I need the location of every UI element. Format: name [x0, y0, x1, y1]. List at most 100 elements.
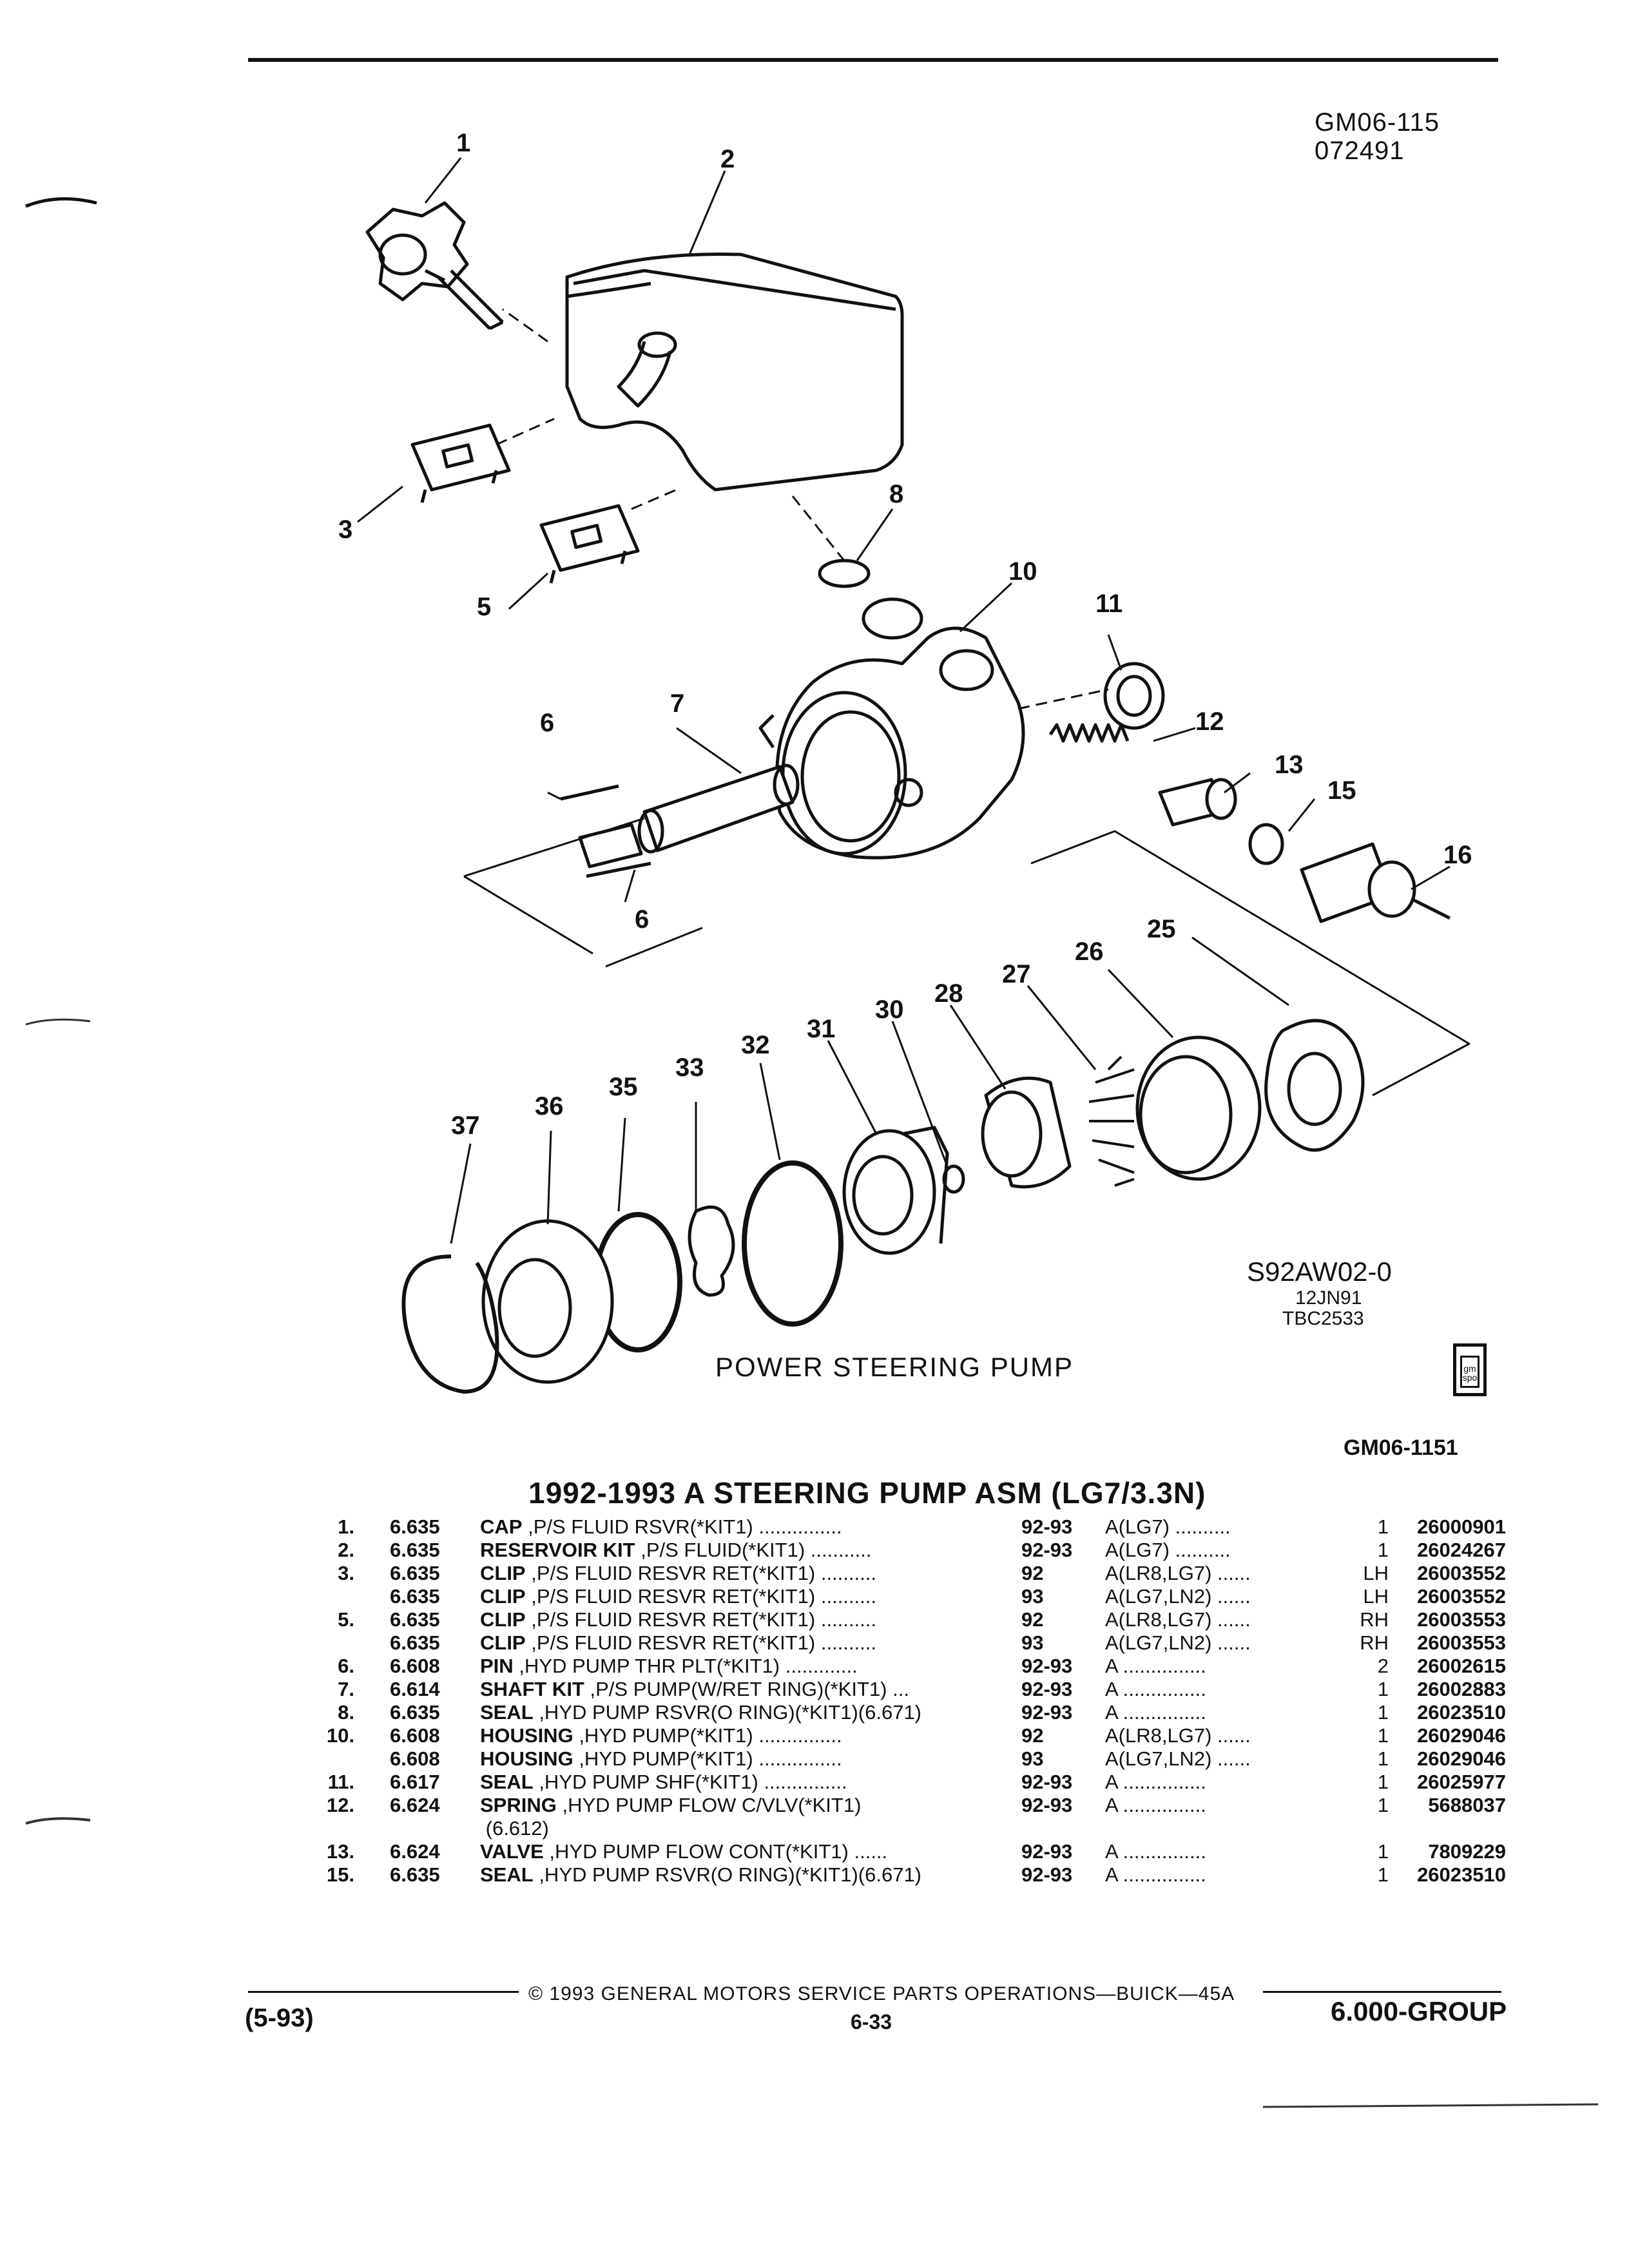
application	[1105, 1817, 1353, 1840]
part-name: HOUSING	[480, 1747, 574, 1770]
footer-group: 6.000-GROUP	[1331, 1996, 1507, 2026]
application: A(LG7,LN2) ......	[1105, 1631, 1353, 1655]
leader-dots: ......	[1217, 1747, 1251, 1770]
leader-dots: ..........	[820, 1585, 876, 1608]
item-number: 2.	[338, 1539, 354, 1561]
years: 92-93	[1021, 1515, 1073, 1538]
description: SPRING ,HYD PUMP FLOW C/VLV(*KIT1)	[480, 1794, 1021, 1817]
application: A(LG7) ..........	[1105, 1539, 1353, 1562]
leader-dots: ...............	[1123, 1701, 1206, 1724]
description: CLIP ,P/S FLUID RESVR RET(*KIT1) .......…	[480, 1631, 1021, 1655]
part-thrust-plate	[1264, 1019, 1365, 1152]
application-code: A	[1105, 1701, 1117, 1724]
leader-dots: ...............	[758, 1724, 842, 1747]
group-code: 6.635	[390, 1585, 440, 1608]
quantity: RH	[1360, 1608, 1389, 1631]
group-code: 6.635	[390, 1701, 440, 1724]
callout-10: 10	[1008, 557, 1037, 586]
quantity: 1	[1377, 1701, 1389, 1724]
application-code: A(LR8,LG7)	[1105, 1562, 1212, 1584]
part-name: PIN	[480, 1655, 514, 1677]
part-o-ring-large	[742, 1160, 843, 1327]
years: 93	[1021, 1631, 1044, 1654]
description: CLIP ,P/S FLUID RESVR RET(*KIT1) .......…	[480, 1585, 1021, 1608]
description: CLIP ,P/S FLUID RESVR RET(*KIT1) .......…	[480, 1562, 1021, 1585]
application: A(LG7,LN2) ......	[1105, 1747, 1353, 1771]
description: (6.612)	[480, 1817, 1021, 1840]
part-number: 7809229	[1428, 1840, 1506, 1863]
table-row: 6.635 CLIP ,P/S FLUID RESVR RET(*KIT1) ..…	[293, 1585, 1506, 1608]
leader-dots: ...............	[1123, 1771, 1206, 1793]
figure-caption: POWER STEERING PUMP	[715, 1352, 1074, 1382]
group-code: 6.608	[390, 1724, 440, 1747]
callout-2: 2	[720, 145, 735, 173]
quantity: 1	[1377, 1678, 1389, 1700]
application: A ...............	[1105, 1794, 1353, 1817]
group-code: 6.635	[390, 1631, 440, 1654]
group-code: 6.617	[390, 1771, 440, 1793]
callout-26: 26	[1075, 937, 1104, 966]
part-name: SEAL	[480, 1771, 534, 1793]
table-row: 6.635 CLIP ,P/S FLUID RESVR RET(*KIT1) ..…	[293, 1631, 1506, 1655]
part-spring	[1048, 723, 1130, 743]
leader-dots: ......	[854, 1840, 888, 1863]
application: A ...............	[1105, 1840, 1353, 1863]
part-cam-ring	[1135, 1035, 1262, 1181]
part-housing	[758, 597, 1025, 860]
callout-16: 16	[1443, 841, 1472, 869]
group-code: 6.624	[390, 1794, 440, 1816]
part-name: SEAL	[480, 1863, 534, 1886]
part-desc: ,HYD PUMP THR PLT(*KIT1)	[519, 1655, 780, 1677]
application-code: A(LR8,LG7)	[1105, 1608, 1212, 1631]
leader-dots: ..........	[820, 1608, 876, 1631]
years: 92-93	[1021, 1539, 1073, 1561]
item-number	[293, 1631, 390, 1655]
quantity: 1	[1377, 1840, 1389, 1863]
description: SEAL ,HYD PUMP SHF(*KIT1) ..............…	[480, 1771, 1021, 1794]
group-code: 6.608	[390, 1655, 440, 1677]
years: 92	[1021, 1562, 1044, 1584]
table-row: 10. 6.608 HOUSING ,HYD PUMP(*KIT1) .......…	[293, 1724, 1506, 1747]
part-pin-bottom	[586, 861, 651, 878]
section-title: 1992-1993 A STEERING PUMP ASM (LG7/3.3N)	[528, 1476, 1206, 1510]
item-number: 13.	[326, 1840, 354, 1863]
application: A ...............	[1105, 1701, 1353, 1724]
callout-25: 25	[1147, 915, 1176, 943]
item-number	[293, 1817, 390, 1840]
application-code: A	[1105, 1655, 1117, 1677]
part-desc: ,P/S FLUID RESVR RET(*KIT1)	[531, 1608, 816, 1631]
item-number: 10.	[326, 1724, 354, 1747]
application: A ...............	[1105, 1678, 1353, 1701]
years: 92-93	[1021, 1794, 1073, 1816]
leader-dots: ...........	[810, 1539, 872, 1561]
part-end-retaining-ring	[401, 1254, 499, 1394]
part-shaft	[578, 764, 800, 869]
leader-dots: ..........	[1175, 1515, 1231, 1538]
callout-1: 1	[456, 129, 471, 157]
group-code: 6.614	[390, 1678, 440, 1700]
callout-33: 33	[675, 1053, 704, 1082]
years: 92-93	[1021, 1655, 1073, 1677]
part-name: RESERVOIR KIT	[480, 1539, 635, 1561]
group-code: 6.608	[390, 1747, 440, 1770]
years: 92	[1021, 1608, 1044, 1631]
quantity: 1	[1377, 1863, 1389, 1886]
item-number: 5.	[338, 1608, 354, 1631]
part-number: 26000901	[1417, 1515, 1506, 1538]
description: HOUSING ,HYD PUMP(*KIT1) ...............	[480, 1724, 1021, 1747]
part-number: 26023510	[1417, 1701, 1506, 1724]
quantity: 1	[1377, 1515, 1389, 1538]
part-reservoir	[565, 252, 904, 492]
leader-dots: ......	[1217, 1724, 1251, 1747]
callout-31: 31	[807, 1015, 836, 1043]
part-desc: ,P/S FLUID RESVR RET(*KIT1)	[531, 1631, 816, 1654]
application: A ...............	[1105, 1771, 1353, 1794]
part-shaft-seal	[1103, 662, 1165, 730]
